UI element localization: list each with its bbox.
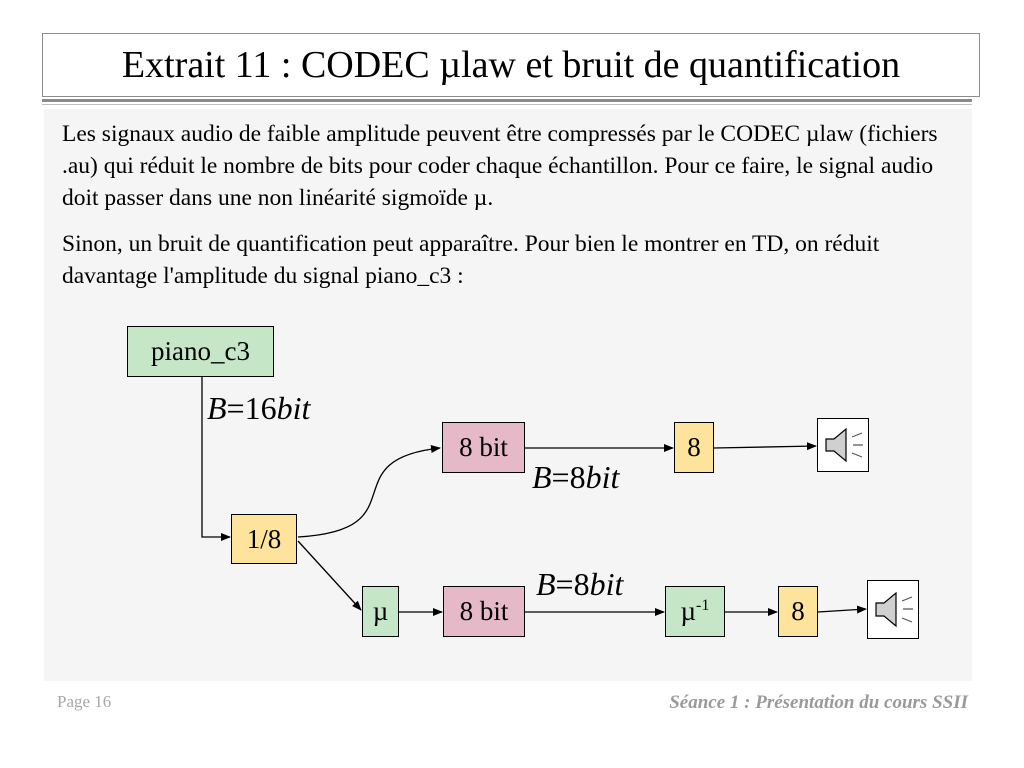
- top-quantizer-box: 8 bit: [442, 422, 525, 473]
- divider-label: 1/8: [246, 523, 282, 554]
- connector-source-to-divider: [201, 376, 231, 541]
- paragraph-2: Sinon, un bruit de quantification peut a…: [62, 231, 880, 289]
- bottom-quantizer-box: 8 bit: [443, 586, 525, 637]
- inverse-mu-box: µ-1: [665, 586, 725, 637]
- mu-box: µ: [362, 586, 399, 637]
- title-underline-thin: [42, 104, 972, 105]
- eq-unit: bit: [585, 459, 620, 495]
- equation-top-bitdepth: B=8bit: [532, 459, 619, 496]
- top-speaker: [817, 418, 869, 472]
- eq-num: 8: [569, 459, 586, 495]
- eq-sign: =: [551, 459, 570, 495]
- connector-divider-to-mu: [297, 540, 362, 611]
- bottom-output-label: 8: [791, 596, 805, 626]
- top-output-box: 8: [674, 422, 714, 473]
- eq-var: B: [532, 459, 552, 495]
- connector-divider-to-top-quantizer: [297, 445, 441, 538]
- eq-num: 8: [573, 566, 590, 602]
- equation-source-bitdepth: B=16bit: [207, 390, 310, 427]
- bottom-speaker: [867, 580, 919, 639]
- equation-bottom-bitdepth: B=8bit: [536, 566, 623, 603]
- speaker-icon: [825, 427, 863, 463]
- eq-unit: bit: [589, 566, 624, 602]
- eq-sign: =: [555, 566, 574, 602]
- page-number: Page 16: [57, 692, 112, 711]
- mu-label: µ: [372, 596, 389, 626]
- slide-title: Extrait 11 : CODEC µlaw et bruit de quan…: [121, 44, 901, 86]
- slide-title-box: Extrait 11 : CODEC µlaw et bruit de quan…: [42, 33, 980, 97]
- source-box: piano_c3: [127, 326, 274, 377]
- bottom-output-box: 8: [778, 586, 818, 637]
- inverse-mu-label: µ-1: [680, 596, 710, 626]
- inverse-mu-exponent: -1: [696, 596, 710, 614]
- course-footer: Séance 1 : Présentation du cours SSII: [669, 692, 968, 713]
- bottom-quantizer-label: 8 bit: [459, 596, 509, 626]
- top-output-label: 8: [687, 432, 701, 462]
- eq-unit: bit: [276, 390, 311, 426]
- connector-bottom-output-to-speaker: [817, 605, 867, 614]
- eq-var: B: [207, 390, 227, 426]
- divider-box: 1/8: [231, 514, 297, 564]
- speaker-icon: [875, 591, 913, 628]
- eq-sign: =: [226, 390, 245, 426]
- eq-num: 16: [244, 390, 277, 426]
- paragraph-1: Les signaux audio de faible amplitude pe…: [62, 121, 938, 211]
- title-underline: [42, 99, 972, 102]
- source-label: piano_c3: [151, 336, 250, 366]
- content-area: [44, 109, 972, 681]
- eq-var: B: [536, 566, 556, 602]
- top-quantizer-label: 8 bit: [459, 432, 508, 462]
- inverse-mu-base: µ: [680, 596, 697, 626]
- connector-top-output-to-speaker: [713, 442, 817, 451]
